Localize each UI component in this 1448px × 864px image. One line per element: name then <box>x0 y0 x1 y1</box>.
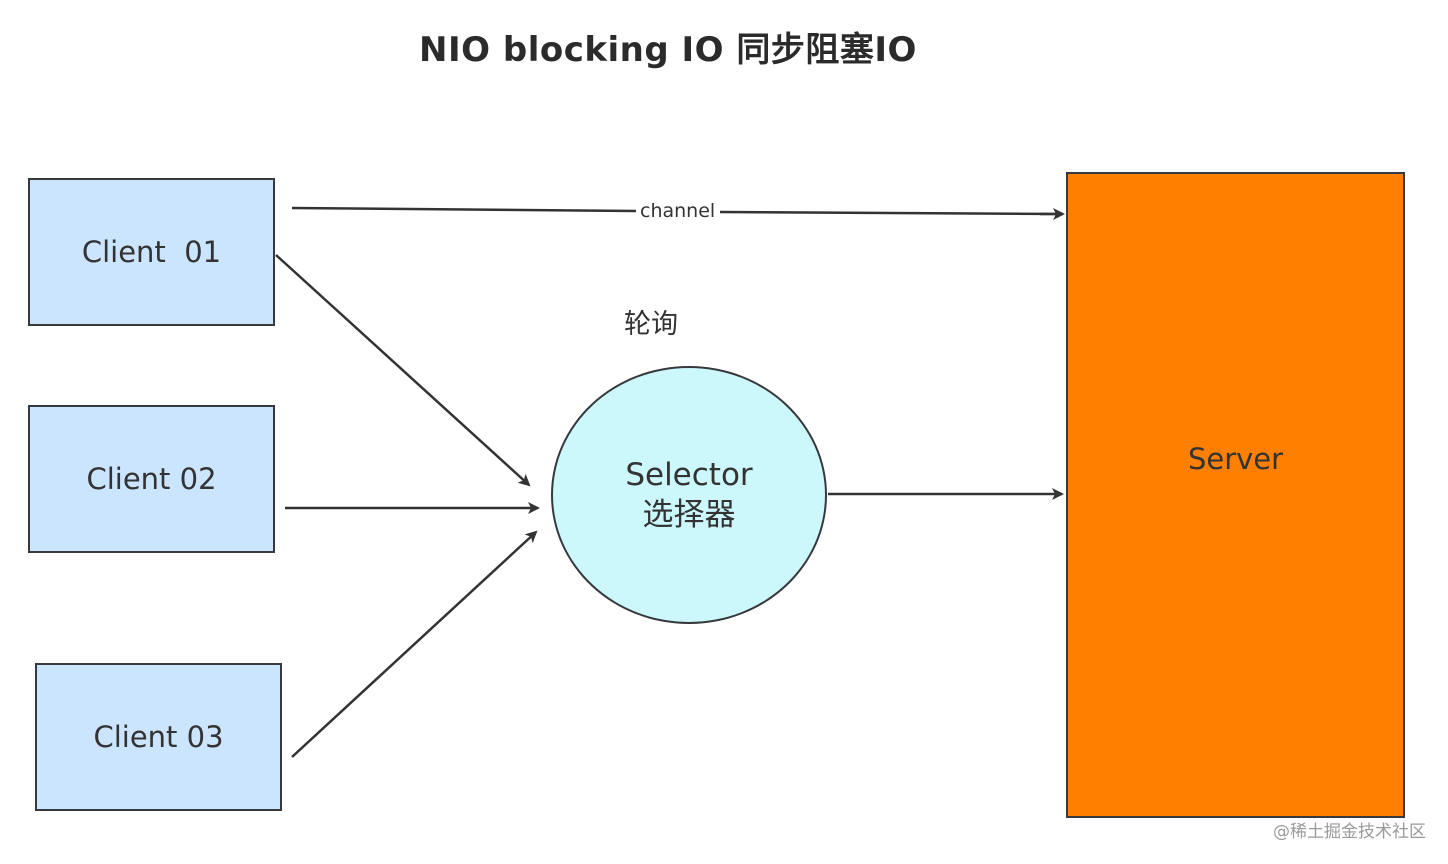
client-03-node[interactable]: Client 03 <box>35 663 282 811</box>
client-03-label: Client 03 <box>93 720 224 754</box>
server-label: Server <box>1187 442 1284 476</box>
edge-client03-to-selector <box>291 530 538 758</box>
selector-node[interactable]: Selector 选择器 <box>551 366 827 624</box>
selector-label: Selector <box>625 457 753 493</box>
client-02-label: Client 02 <box>86 462 217 496</box>
edge-client01-to-selector <box>275 254 531 487</box>
client-01-label: Client 01 <box>81 235 222 269</box>
watermark: @稀土掘金技术社区 <box>1273 822 1426 842</box>
diagram-title: NIO blocking IO 同步阻塞IO <box>419 30 917 70</box>
selector-sublabel: 选择器 <box>642 497 736 533</box>
polling-label: 轮询 <box>624 309 678 340</box>
client-02-node[interactable]: Client 02 <box>28 405 275 553</box>
edge-client01-to-server <box>291 206 1063 216</box>
client-01-node[interactable]: Client 01 <box>28 178 275 326</box>
channel-edge-label: channel <box>636 200 720 222</box>
server-node[interactable]: Server <box>1066 172 1405 818</box>
